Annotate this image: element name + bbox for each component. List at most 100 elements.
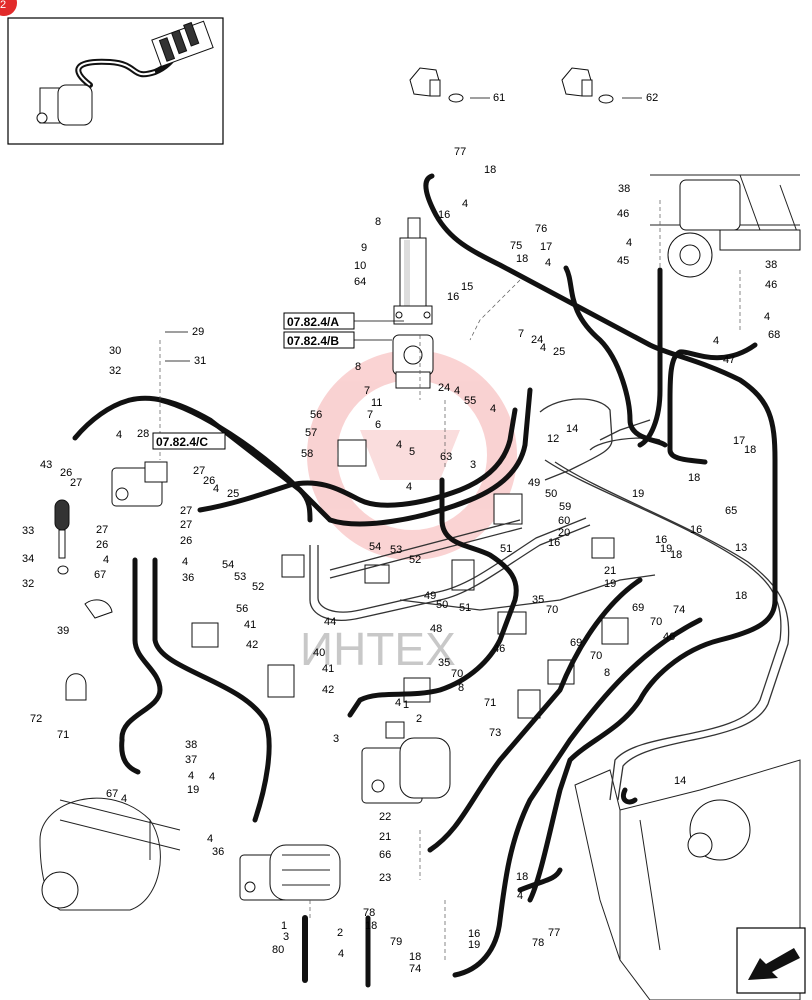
part-label: 16 [447,291,459,303]
part-label: 71 [484,697,496,709]
part-label: 46 [765,279,777,291]
part-label: 49 [528,477,540,489]
part-label: 18 [744,444,756,456]
part-label: 3 [333,733,339,745]
part-label: 4 [540,342,546,354]
part-label: 4 [207,833,213,845]
part-label: 18 [484,164,496,176]
part-label: 74 [673,604,685,616]
part-label: 4 [182,556,188,568]
part-label: 4 [454,385,460,397]
part-label: 67 [106,788,118,800]
part-label: 18 [516,253,528,265]
part-label: 77 [548,927,560,939]
part-label: 28 [137,428,149,440]
part-label: 1 [403,699,409,711]
front-axle-housing [39,797,181,911]
part-label: 19 [604,578,616,590]
part-label: 42 [246,639,258,651]
part-label: 3 [283,931,289,943]
part-label: 19 [632,488,644,500]
part-label: 38 [618,183,630,195]
part-label: 4 [764,311,770,323]
part-label: 27 [180,505,192,517]
part-label: 75 [510,240,522,252]
part-label: 1 [281,920,287,932]
part-label: 19 [187,784,199,796]
part-label: 14 [566,423,578,435]
part-label: 19 [660,543,672,555]
part-label: 17 [540,241,552,253]
part-label: 64 [354,276,366,288]
fitting-61 [409,67,464,103]
inset-thumbnail [7,17,224,145]
part-label: 8 [604,667,610,679]
steering-unit [392,334,434,389]
part-label: 40 [313,647,325,659]
part-label: 78 [363,907,375,919]
part-label: 4 [121,793,127,805]
part-label: 46 [617,208,629,220]
part-label: 9 [361,242,367,254]
hydraulic-hoses [72,173,778,988]
part-label: 4 [462,198,468,210]
part-label: 18 [688,472,700,484]
part-label: 22 [379,811,391,823]
rear-axle-assembly [650,174,801,278]
part-label: 70 [590,650,602,662]
part-label: 70 [451,668,463,680]
part-label: 25 [227,488,239,500]
part-label: 51 [500,543,512,555]
part-label: 70 [650,616,662,628]
part-label: 32 [22,578,34,590]
reference-box-c[interactable]: 07.82.4/C [152,432,226,450]
part-label: 4 [395,697,401,709]
part-label: 58 [301,448,313,460]
part-label: 34 [22,553,34,565]
page-badge: 2 [0,0,17,16]
part-label: 7 [367,409,373,421]
part-label: 29 [192,326,204,338]
hose-clamps [65,599,113,701]
part-label: 32 [109,365,121,377]
part-label: 8 [355,361,361,373]
part-label: 31 [194,355,206,367]
part-label: 76 [535,223,547,235]
reference-box-a[interactable]: 07.82.4/A [283,312,355,330]
part-label: 13 [735,542,747,554]
part-label: 30 [109,345,121,357]
part-label: 39 [57,625,69,637]
part-label: 4 [713,335,719,347]
part-label: 73 [489,727,501,739]
part-label: 26 [96,539,108,551]
part-label: 42 [322,684,334,696]
part-label: 66 [379,849,391,861]
part-label: 11 [371,397,382,409]
part-label: 4 [545,257,551,269]
part-label: 4 [490,403,496,415]
part-label: 71 [57,729,69,741]
part-label: 46 [663,631,675,643]
part-label: 47 [723,354,735,366]
part-label: 74 [409,963,421,975]
part-label: 57 [305,427,317,439]
part-label: 6 [375,419,381,431]
part-label: 70 [546,604,558,616]
part-label: 23 [379,872,391,884]
part-label: 36 [212,846,224,858]
part-label: 35 [438,657,450,669]
direction-arrow-box [736,927,806,994]
part-label: 43 [40,459,52,471]
part-label: 44 [324,616,336,628]
reference-box-b[interactable]: 07.82.4/B [283,331,355,349]
part-label: 18 [670,549,682,561]
part-label: 27 [96,524,108,536]
part-label: 46 [493,643,505,655]
part-label: 26 [180,535,192,547]
part-label: 51 [459,602,471,614]
part-label: 60 [558,515,570,527]
part-label: 16 [438,209,450,221]
